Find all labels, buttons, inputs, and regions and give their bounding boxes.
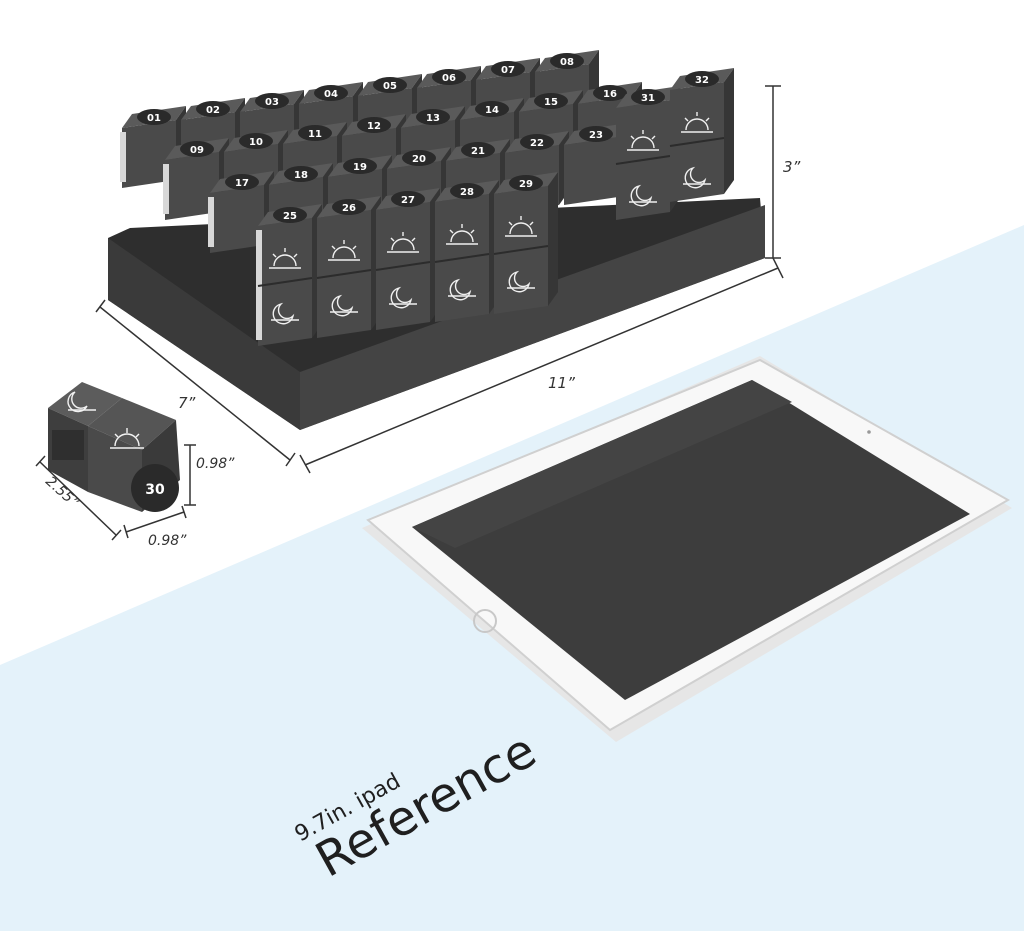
box-number-badge <box>685 71 719 87</box>
sun-rise-icon <box>328 240 360 261</box>
box-number-badge <box>255 93 289 109</box>
unit-height-label: 0.98” <box>196 456 235 472</box>
moon-star-icon <box>448 278 476 301</box>
box-number: 05 <box>383 81 397 92</box>
box-number: 09 <box>190 145 204 156</box>
box-number: 13 <box>426 113 440 124</box>
pill-box: 27 <box>375 188 440 330</box>
height-label: 3” <box>783 158 801 176</box>
box-number: 17 <box>235 178 249 189</box>
box-number: 14 <box>485 105 499 116</box>
box-number-badge <box>343 158 377 174</box>
box-number-badge <box>239 133 273 149</box>
box-number: 03 <box>265 97 279 108</box>
box-number: 26 <box>342 203 356 214</box>
box-number-badge <box>509 175 543 191</box>
pill-box: 26 <box>316 196 381 338</box>
moon-star-icon <box>507 270 535 293</box>
box-number-badge <box>475 101 509 117</box>
box-number: 28 <box>460 187 474 198</box>
pill-box: 28 <box>434 180 499 322</box>
single-pill-box-30: 30 <box>48 382 180 512</box>
dimension-depth <box>95 299 296 467</box>
box-number: 15 <box>544 97 558 108</box>
dimension-height <box>765 85 781 259</box>
sun-rise-icon <box>269 248 301 269</box>
box-number: 07 <box>501 65 515 76</box>
box-number: 23 <box>589 130 603 141</box>
box-number: 08 <box>560 57 574 68</box>
box-number-badge <box>550 53 584 69</box>
box-number: 04 <box>324 89 338 100</box>
box-number-badge <box>402 150 436 166</box>
box-number-badge <box>432 69 466 85</box>
box-number-badge <box>631 89 665 105</box>
ipad-screen <box>412 380 970 700</box>
box-number: 29 <box>519 179 533 190</box>
unit-width-label: 0.98” <box>148 533 187 549</box>
box-number-badge <box>391 191 425 207</box>
moon-star-icon <box>389 286 417 309</box>
box-number: 31 <box>641 93 655 104</box>
moon-star-icon <box>683 166 711 189</box>
box-number: 10 <box>249 137 263 148</box>
box-number-badge <box>273 207 307 223</box>
box-number-badge <box>357 117 391 133</box>
sun-rise-icon <box>446 224 478 245</box>
sun-rise-icon <box>387 232 419 253</box>
box-number: 11 <box>308 129 322 140</box>
pill-box: 32 <box>669 68 734 202</box>
moon-star-icon <box>271 302 299 325</box>
sun-rise-icon <box>681 112 713 133</box>
box-number-badge <box>461 142 495 158</box>
width-label: 11” <box>548 374 575 392</box>
box-number: 01 <box>147 113 161 124</box>
ipad-home-button <box>473 609 497 633</box>
box-number: 21 <box>471 146 485 157</box>
box-number: 27 <box>401 195 415 206</box>
ipad-reference <box>362 356 1012 742</box>
box-number-badge <box>579 126 613 142</box>
moon-star-icon <box>67 391 96 413</box>
box-number: 25 <box>283 211 297 222</box>
box-number-badge <box>225 174 259 190</box>
single-box-number: 30 <box>145 482 165 498</box>
box-number-badge <box>332 199 366 215</box>
pill-box: 25 <box>256 204 322 346</box>
box-number-badge <box>534 93 568 109</box>
box-number-badge <box>416 109 450 125</box>
box-number: 20 <box>412 154 426 165</box>
dimension-unit <box>35 444 196 541</box>
box-number-badge <box>491 61 525 77</box>
sun-rise-icon <box>627 130 659 151</box>
box-number-badge <box>298 125 332 141</box>
box-number-badge <box>196 101 230 117</box>
box-number-badge <box>180 141 214 157</box>
box-number: 06 <box>442 73 456 84</box>
sun-rise-icon <box>110 428 144 449</box>
box-number-badge <box>137 109 171 125</box>
box-number: 16 <box>603 89 617 100</box>
pill-box: 29 <box>493 172 558 314</box>
moon-star-icon <box>629 184 657 207</box>
box-number-badge <box>450 183 484 199</box>
box-number: 02 <box>206 105 220 116</box>
box-number-badge <box>373 77 407 93</box>
depth-label: 7” <box>178 394 196 412</box>
dimension-width <box>299 257 784 474</box>
box-number-badge <box>593 85 627 101</box>
box-number: 19 <box>353 162 367 173</box>
sun-rise-icon <box>505 216 537 237</box>
box-number-badge <box>284 166 318 182</box>
box-number: 32 <box>695 75 709 86</box>
pill-boxes: 01 02 03 04 05 06 07 08 09 10 11 12 13 14 15 16 17 18 19 20… <box>120 50 734 346</box>
moon-star-icon <box>330 294 358 317</box>
box-number-badge <box>520 134 554 150</box>
box-number: 18 <box>294 170 308 181</box>
box-number: 12 <box>367 121 381 132</box>
box-number-badge <box>314 85 348 101</box>
box-number: 22 <box>530 138 544 149</box>
